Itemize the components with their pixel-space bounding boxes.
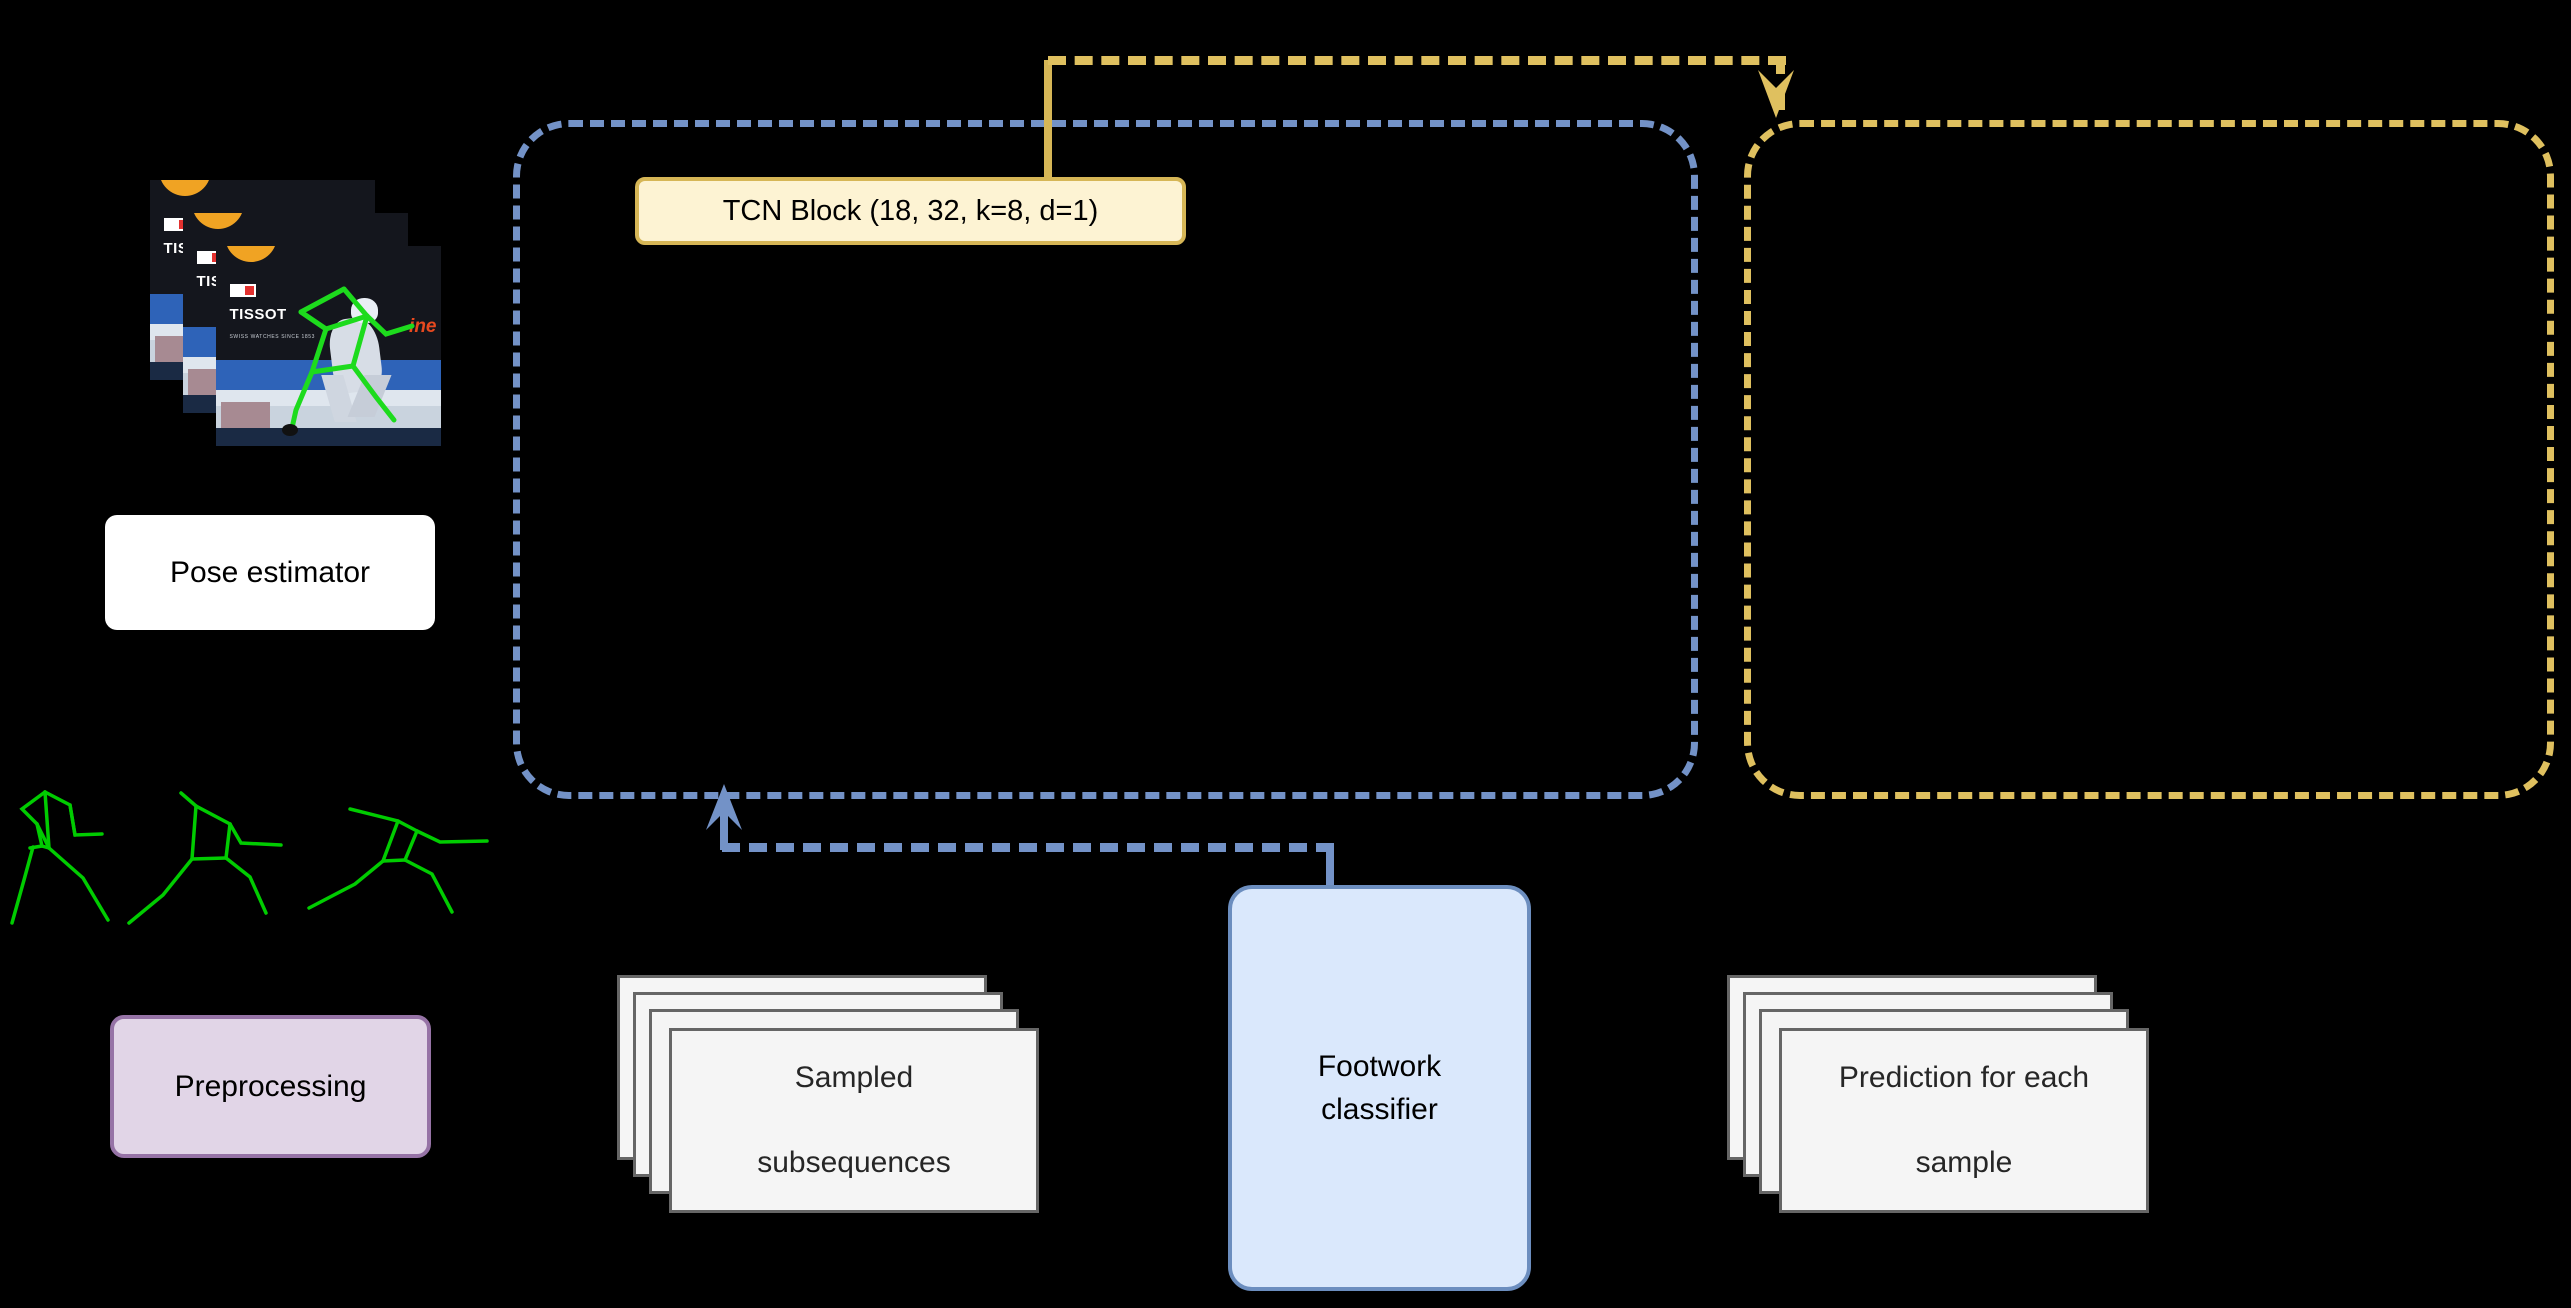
- tcn-to-head-connector-down: [1776, 56, 1785, 110]
- video-frame-3: TISSOT SWISS WATCHES SINCE 1853 ine: [216, 246, 441, 446]
- frame-pink-block: [220, 402, 270, 428]
- sampled-subsequences-label-line2: subsequences: [757, 1145, 951, 1179]
- skeleton-figure-1: [10, 790, 110, 925]
- skeleton-figure-3: [307, 807, 489, 914]
- preprocessing-box[interactable]: Preprocessing: [110, 1015, 431, 1158]
- pose-estimator-box[interactable]: Pose estimator: [105, 515, 435, 630]
- sponsor-text: ine: [409, 316, 437, 337]
- tcn-head-group-container: [1744, 120, 2554, 799]
- tcn-to-head-connector-vertical: [1044, 60, 1052, 180]
- tcn-to-head-connector-horizontal: [1048, 56, 1786, 65]
- input-to-backbone-connector-horizontal: [722, 843, 1334, 852]
- output-arrow-down-icon: [1758, 70, 1794, 118]
- preprocessing-label: Preprocessing: [174, 1069, 367, 1103]
- prediction-label-line2: sample: [1915, 1145, 2013, 1179]
- tcn-block-label: TCN Block (18, 32, k=8, d=1): [722, 194, 1099, 227]
- skeleton-svg: [10, 790, 489, 925]
- footwork-classifier-label-line2: classifier: [1321, 1093, 1438, 1126]
- frame-bottom-band: [216, 428, 441, 446]
- orange-circle-icon: [192, 213, 244, 229]
- prediction-stack[interactable]: Prediction for each sample: [1727, 975, 2157, 1220]
- sampled-subsequences-stack[interactable]: Sampled subsequences: [617, 975, 1047, 1220]
- tcn-backbone-group-container: [513, 120, 1698, 799]
- card-front: Sampled subsequences: [669, 1028, 1039, 1213]
- orange-circle-icon: [225, 246, 277, 262]
- footwork-classifier-box[interactable]: Footwork classifier: [1228, 885, 1531, 1291]
- orange-circle-icon: [159, 180, 211, 196]
- card-front: Prediction for each sample: [1779, 1028, 2149, 1213]
- input-arrow-up-icon: [706, 784, 742, 850]
- classifier-to-connector-vertical: [1326, 843, 1334, 888]
- tcn-block[interactable]: TCN Block (18, 32, k=8, d=1): [635, 177, 1186, 245]
- tissot-brand-text: TISSOT: [229, 306, 287, 323]
- tissot-logo-icon: [229, 284, 256, 297]
- frame-background: [216, 246, 441, 360]
- sampled-subsequences-label-line1: Sampled: [794, 1060, 914, 1094]
- pose-skeletons: [0, 760, 510, 930]
- skeleton-figure-2: [127, 791, 283, 925]
- footwork-classifier-label-line1: Footwork: [1317, 1049, 1442, 1083]
- fencing-video-frames: TISSOT ine TISSOT ine TISSOT: [150, 180, 441, 455]
- tissot-brand-subtext: SWISS WATCHES SINCE 1853: [229, 334, 316, 340]
- pose-estimator-label: Pose estimator: [169, 555, 371, 589]
- prediction-label-line1: Prediction for each: [1838, 1060, 2090, 1094]
- pose-skeleton-overlay-icon: [282, 286, 415, 436]
